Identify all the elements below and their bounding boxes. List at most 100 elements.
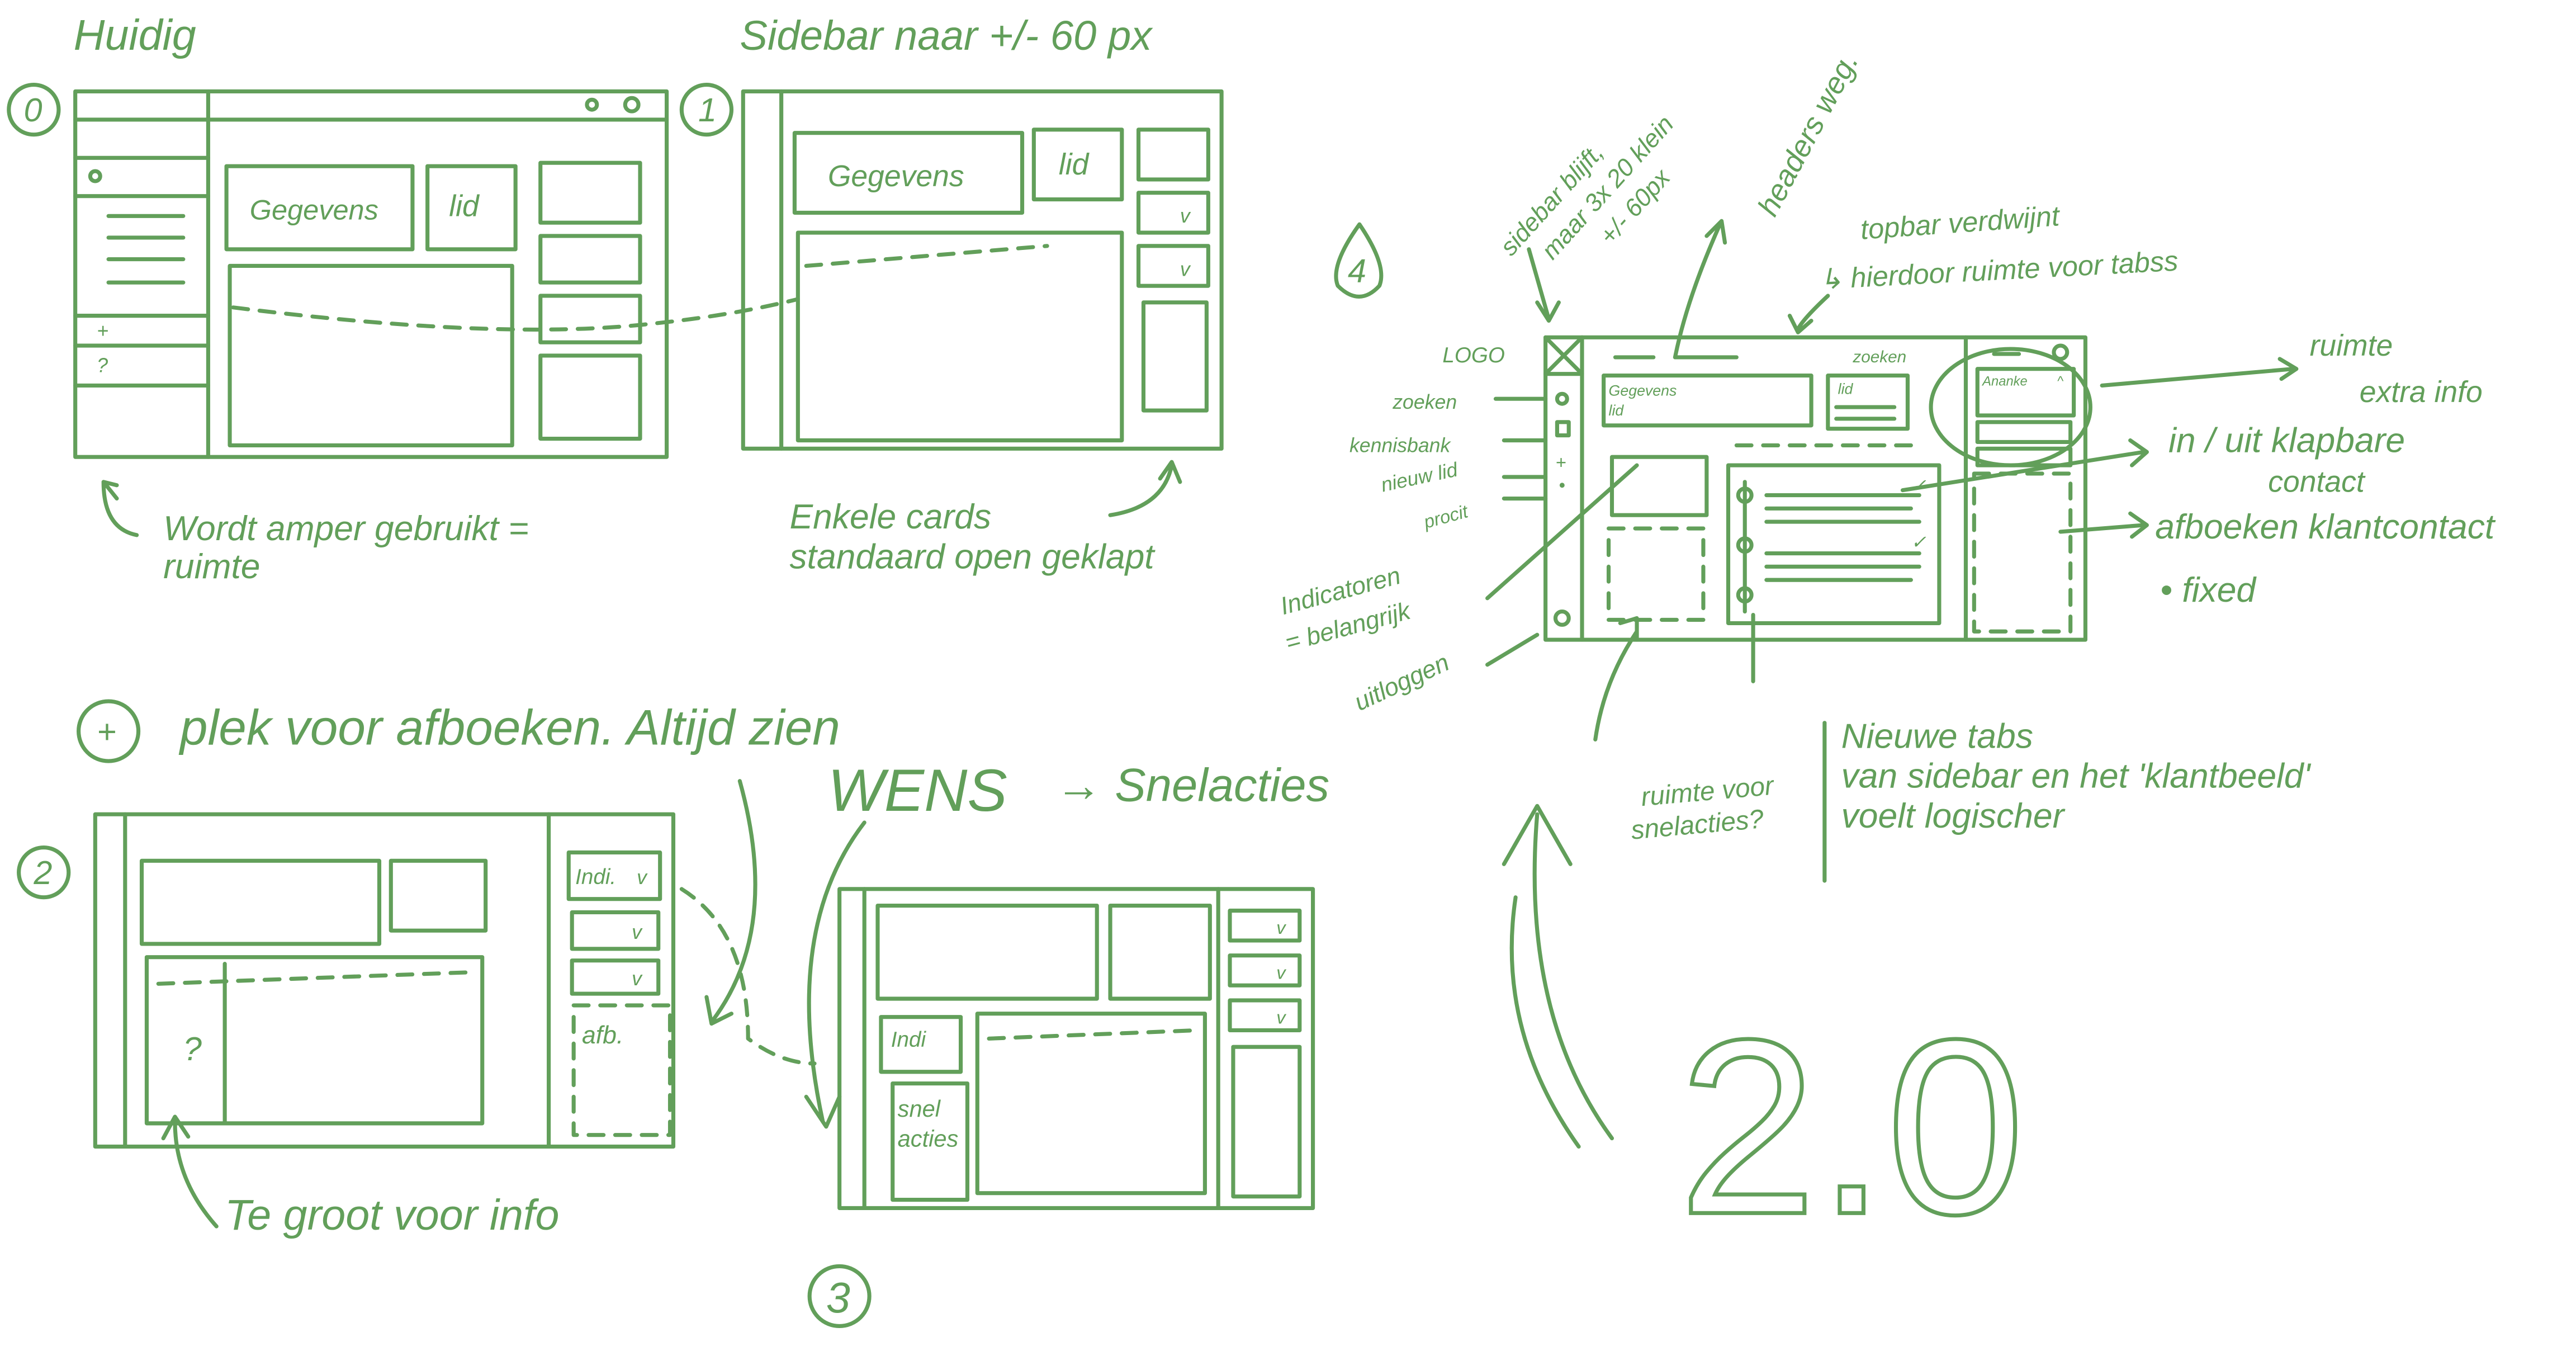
big-arrow-up-icon	[1502, 804, 1614, 1141]
arrow-icon	[1787, 294, 1830, 334]
chevron-down-icon: v	[1276, 917, 1286, 938]
note-topbar: topbar verdwijnt	[1859, 200, 2062, 245]
sketch-1-sidebar-60px: 1 Sidebar naar +/- 60 px Gegevens lid v …	[679, 12, 1224, 576]
logout-icon	[1553, 610, 1571, 627]
chevron-down-icon: v	[637, 866, 648, 889]
card-label: Indi	[891, 1028, 927, 1052]
note-text: plek voor afboeken. Altijd zien	[178, 699, 840, 755]
timeline-dot	[1736, 586, 1754, 604]
chevron-down-icon: v	[632, 921, 643, 943]
user-icon	[2052, 343, 2070, 361]
chevron-up-icon: ^	[2057, 374, 2064, 389]
dashed-connector	[231, 297, 800, 332]
card-large	[228, 263, 514, 447]
card-collapsed	[570, 910, 661, 951]
card	[875, 904, 1099, 1001]
card-collapsed	[570, 958, 661, 996]
label-logo: LOGO	[1442, 343, 1505, 367]
afboeken-area	[571, 1003, 673, 1137]
card-lines	[1834, 405, 1897, 421]
card-collapsed	[1136, 191, 1210, 235]
card-label: lid	[449, 190, 480, 223]
card-lid	[1031, 127, 1124, 202]
note-tabs: Nieuwe tabs	[1841, 717, 2033, 755]
card-label: lid	[1609, 402, 1625, 419]
step-number-drop	[1334, 222, 1384, 299]
caption: Wordt amper gebruikt =	[163, 509, 529, 548]
note-tabs: voelt logischer	[1841, 797, 2066, 835]
timeline-dot	[1736, 536, 1754, 554]
dashed-arrow	[679, 887, 817, 1066]
arrow-icon	[704, 779, 757, 1026]
chevron-down-icon: v	[1180, 205, 1191, 227]
plus-icon: +	[1555, 452, 1566, 473]
note-klapbare: contact	[2268, 466, 2366, 499]
check-icon: ✓	[1911, 532, 1926, 552]
wish-target: → Snelacties	[1055, 759, 1329, 811]
sketch-4-final: 4 sidebar blijft, maar 3x 20 klein +/- 6…	[1277, 47, 2496, 883]
arrow-icon	[1900, 438, 2149, 493]
card	[1141, 300, 1209, 413]
note-tabs: van sidebar en het 'klantbeeld'	[1841, 757, 2312, 796]
chevron-down-icon: v	[1180, 258, 1191, 280]
card	[389, 858, 488, 933]
big-arrow-stroke	[1509, 895, 1581, 1149]
version-label: 2.0	[1678, 988, 2025, 1266]
step-number: 2	[33, 854, 52, 891]
card-label: afb.	[582, 1022, 623, 1049]
card-label: acties	[898, 1125, 959, 1151]
arrow-icon	[1673, 219, 1727, 360]
caption: Te groot voor info	[225, 1191, 559, 1239]
wish-label: WENS	[828, 757, 1007, 824]
card-label: Indi.	[575, 865, 616, 889]
sidebar-menu-lines	[106, 214, 186, 285]
caption: standaard open geklapt	[789, 537, 1156, 576]
step-number: 0	[24, 91, 42, 129]
step-number-circle	[679, 82, 734, 137]
indicator-card	[1609, 455, 1709, 517]
card	[538, 160, 642, 225]
label-zoeken: zoeken	[1392, 391, 1457, 413]
arrow-icon	[1527, 247, 1561, 323]
note-klapbare: in / uit klapbare	[2168, 421, 2405, 460]
logo-placeholder-icon	[1543, 335, 1584, 376]
card-large	[144, 955, 485, 1126]
power-icon	[623, 96, 641, 114]
question-mark: ?	[183, 1030, 202, 1067]
label-kennisbank: kennisbank	[1349, 434, 1452, 456]
search-icon	[88, 169, 102, 183]
arrow-icon	[2100, 357, 2299, 388]
card-label: Gegevens	[1609, 382, 1677, 399]
card-gegevens	[792, 131, 1025, 215]
wireframe-frame	[1543, 335, 2087, 642]
note-afboeken: afboeken klantcontact	[2155, 508, 2496, 546]
step-number: 1	[698, 91, 717, 129]
label-uitloggen: uitloggen	[1350, 649, 1453, 716]
label-connectors	[1485, 396, 1548, 667]
card-indi	[879, 1015, 963, 1074]
afboeken-area	[1972, 471, 2073, 634]
label-procit: procit	[1421, 500, 1471, 532]
card	[1136, 127, 1210, 182]
accordion-card-open	[1975, 367, 2076, 418]
snelacties-card	[891, 1081, 970, 1202]
sketch-title: Huidig	[74, 11, 196, 59]
card-gegevens	[224, 164, 415, 252]
card-lid	[1826, 374, 1910, 431]
step-number: 4	[1348, 252, 1366, 290]
search-icon	[585, 97, 599, 112]
timeline-dot	[1736, 486, 1754, 504]
note-headers: headers weg.	[1751, 47, 1865, 221]
card-lid	[425, 164, 518, 252]
plus-icon: +	[97, 319, 108, 342]
step-number-circle	[807, 1264, 872, 1328]
card-label: lid	[1059, 148, 1090, 181]
arrow-icon	[804, 820, 866, 1129]
chevron-down-icon: v	[1276, 1007, 1286, 1028]
step-number-circle	[7, 82, 61, 137]
plus-circle	[77, 699, 141, 763]
step-number: 3	[826, 1274, 850, 1322]
sketch-3-wish: WENS → Snelacties Indi snel acties v v v…	[804, 757, 1329, 1328]
search-label: zoeken	[1852, 348, 1906, 366]
